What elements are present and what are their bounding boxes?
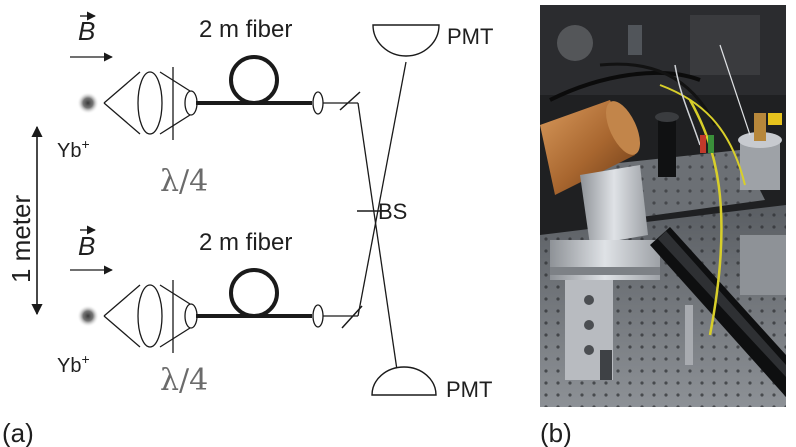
bottom-arm: B Yb+ λ/4 2 m fiber [57,225,363,398]
b-field-top: B [70,11,113,62]
output-lens-top [312,91,324,115]
pmt-label-bottom: PMT [446,377,492,402]
beam-paths [357,61,407,371]
beam-splitter-label: BS [378,199,407,224]
lens-system-top [103,71,198,135]
panel-label-a: (a) [2,418,34,447]
distance-label: 1 meter [6,195,36,283]
fiber-label-bottom: 2 m fiber [199,229,292,256]
fiber-bottom [196,268,312,318]
ion-top [77,92,99,114]
pmt-label-top: PMT [447,24,493,49]
fiber-top [196,55,312,105]
lens-system-bottom [103,284,198,348]
waveplate-label-bottom: λ/4 [160,363,208,398]
output-lens-bottom [312,304,324,328]
fiber-label-top: 2 m fiber [199,16,292,43]
mirror-top [339,91,361,111]
ion-label-bottom: Yb+ [57,351,90,377]
b-field-bottom: B [70,225,113,275]
ion-bottom [77,305,99,327]
b-field-label-bottom: B [78,231,95,261]
top-arm: B Yb+ λ/4 2 m f [57,11,361,199]
apparatus-photo-art [540,5,786,407]
panel-label-b: (b) [540,418,572,447]
ion-label-top: Yb+ [57,136,90,162]
b-field-label-top: B [78,16,95,46]
pmt-bottom [371,366,437,396]
apparatus-photo [540,5,786,407]
distance-indicator: 1 meter [6,125,43,316]
pmt-top [372,24,440,57]
waveplate-label-top: λ/4 [160,164,208,199]
